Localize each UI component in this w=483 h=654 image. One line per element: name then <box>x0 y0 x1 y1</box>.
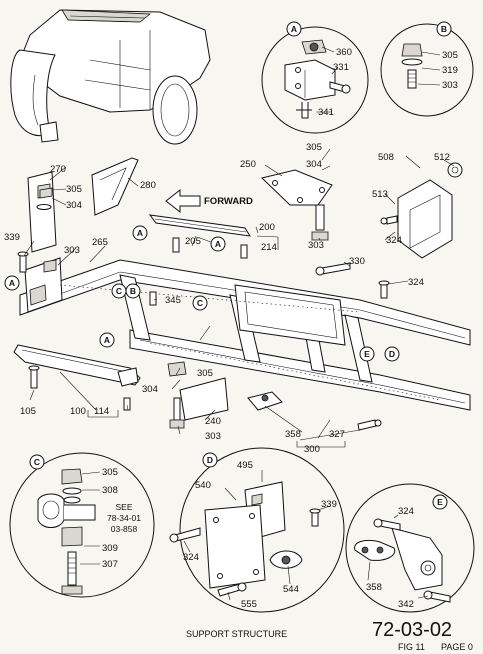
callout-e-circle <box>359 346 375 362</box>
part-label: 330 <box>349 256 365 267</box>
detail-e-part-label: 342 <box>398 599 414 610</box>
detail-b-view: B 305 319 303 <box>380 21 474 117</box>
detail-a-part-label: 331 <box>333 62 349 73</box>
detail-a-callout-circle <box>286 21 302 37</box>
figure-title: SUPPORT STRUCTURE <box>186 629 287 639</box>
detail-e-callout-circle <box>432 494 448 510</box>
part-label: 339 <box>4 232 20 243</box>
callout-e-letter: E <box>364 349 370 359</box>
part-label: 280 <box>140 180 156 191</box>
detail-c-part-label: 307 <box>102 559 118 570</box>
detail-d-callout-circle <box>202 452 218 468</box>
part-label: 512 <box>434 152 450 163</box>
detail-b-callout-circle <box>436 21 452 37</box>
part-label: 305 <box>306 142 322 153</box>
callout-a-circle <box>132 225 148 241</box>
callout-b-letter: B <box>130 286 136 296</box>
part-label: 358 <box>285 429 301 440</box>
detail-d-view: D 495 540 339 324 544 555 <box>169 447 345 613</box>
callout-a-letter: A <box>215 239 221 249</box>
part-label: 508 <box>378 152 394 163</box>
detail-d-part-label: 495 <box>237 460 253 471</box>
detail-d-part-label: 339 <box>321 499 337 510</box>
detail-e-letter: E <box>437 497 443 507</box>
callout-c-letter: C <box>116 286 122 296</box>
engine-nacelle-illustration <box>10 9 211 145</box>
callout-a-letter: A <box>104 335 110 345</box>
part-label: 304 <box>306 159 322 170</box>
detail-d-part-label: 540 <box>195 480 211 491</box>
detail-c-view: C 305 308 309 307 SEE 78-34-01 03-858 <box>9 452 155 598</box>
part-label: 303 <box>205 431 221 442</box>
detail-c-callout-circle <box>29 454 45 470</box>
detail-a-letter: A <box>291 24 297 34</box>
detail-b-letter: B <box>441 24 447 34</box>
callout-d-letter: D <box>389 349 395 359</box>
detail-c-note-line: 03-858 <box>111 524 138 534</box>
detail-d-part-label: 555 <box>241 599 257 610</box>
part-label: 105 <box>20 406 36 417</box>
figure-number: FIG 11 <box>398 642 425 652</box>
part-label: 305 <box>66 184 82 195</box>
detail-a-view: A 360 331 341 <box>261 21 369 134</box>
part-label: 303 <box>308 240 324 251</box>
callout-d-circle <box>384 346 400 362</box>
part-label: 304 <box>142 384 158 395</box>
part-label: 240 <box>205 416 221 427</box>
part-label: 270 <box>50 164 66 175</box>
callout-c-circle <box>192 295 208 311</box>
page-number: 72-03-02 <box>372 619 452 641</box>
detail-a-part-label: 360 <box>336 47 352 58</box>
callout-a-letter: A <box>9 278 15 288</box>
detail-c-part-label: 305 <box>102 467 118 478</box>
detail-b-part-label: 319 <box>442 65 458 76</box>
detail-d-letter: D <box>207 455 213 465</box>
detail-c-note-line: 78-34-01 <box>107 513 141 523</box>
detail-c-letter: C <box>34 457 40 467</box>
detail-b-part-label: 305 <box>442 50 458 61</box>
detail-c-part-label: 308 <box>102 485 118 496</box>
callout-a-circle <box>210 236 226 252</box>
part-label: 513 <box>372 189 388 200</box>
part-label: 300 <box>304 444 320 455</box>
part-label: 100 <box>70 406 86 417</box>
part-label: 327 <box>329 429 345 440</box>
detail-d-part-label: 324 <box>183 552 199 563</box>
part-label: 214 <box>261 242 277 253</box>
part-label: 303 <box>64 245 80 256</box>
forward-label: FORWARD <box>204 196 253 207</box>
detail-e-part-label: 358 <box>366 582 382 593</box>
figure-footer: SUPPORT STRUCTURE 72-03-02 FIG 11 PAGE 0 <box>186 619 473 652</box>
part-label: 265 <box>92 237 108 248</box>
support-structure-illustration <box>13 148 471 441</box>
main-detail-callouts: A A A C B C A E D <box>4 225 400 362</box>
detail-b-part-label: 303 <box>442 80 458 91</box>
detail-c-note-line: SEE <box>115 502 132 512</box>
part-label: 205 <box>185 236 201 247</box>
main-part-labels: FORWARD 270 305 304 280 339 303 265 250 … <box>4 142 450 455</box>
part-label: 114 <box>94 406 109 417</box>
part-label: 200 <box>259 222 275 233</box>
detail-e-view: E 324 358 342 <box>345 483 475 613</box>
part-label: 345 <box>165 295 181 306</box>
callout-a-circle <box>4 275 20 291</box>
detail-d-part-label: 544 <box>283 584 299 595</box>
part-label: 324 <box>386 235 402 246</box>
detail-c-part-label: 309 <box>102 543 118 554</box>
part-label: 305 <box>197 368 213 379</box>
callout-a-letter: A <box>137 228 143 238</box>
part-label: 324 <box>408 277 424 288</box>
part-label: 250 <box>240 159 256 170</box>
callout-b-circle <box>125 283 141 299</box>
callout-c-letter: C <box>197 298 203 308</box>
page-label: PAGE 0 <box>441 642 473 652</box>
detail-a-part-label: 341 <box>318 107 334 118</box>
part-label: 304 <box>66 200 82 211</box>
callout-a-circle <box>99 332 115 348</box>
detail-e-part-label: 324 <box>398 506 414 517</box>
forward-arrow-icon <box>165 188 201 214</box>
